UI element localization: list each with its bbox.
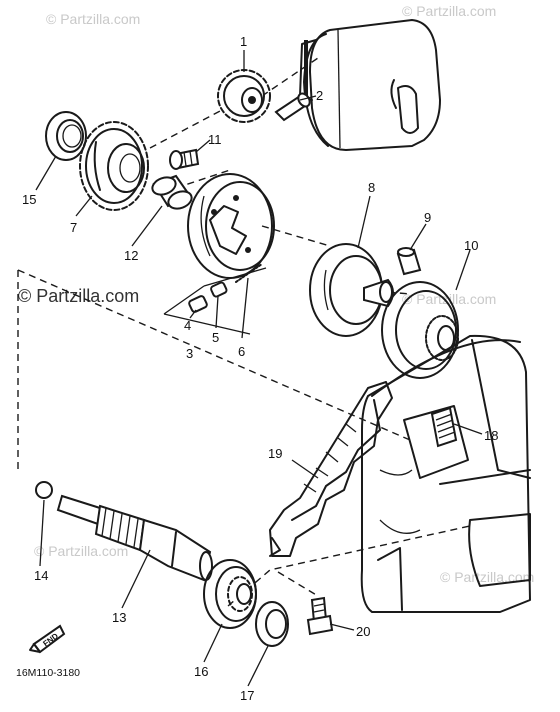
callout-3: 3 bbox=[186, 346, 193, 361]
callout-17: 17 bbox=[240, 688, 254, 703]
callout-8: 8 bbox=[368, 180, 375, 195]
idle-gear-shaft-2 bbox=[274, 92, 311, 122]
starter-wheel-gear-8 bbox=[309, 243, 394, 337]
bolt-20 bbox=[306, 596, 334, 636]
callout-15: 15 bbox=[22, 192, 36, 207]
starter-idle-gear-10 bbox=[381, 281, 459, 379]
watermark-bottom-right: © Partzilla.com bbox=[440, 569, 534, 585]
roller-4 bbox=[188, 295, 208, 313]
leader-lines bbox=[35, 50, 483, 687]
oil-seal-15 bbox=[45, 111, 87, 161]
idle-gear-1 bbox=[217, 69, 271, 123]
dash-sprocket-to-gear bbox=[149, 109, 223, 149]
callout-7: 7 bbox=[70, 220, 77, 235]
roller-plunger-spring-group bbox=[188, 263, 263, 313]
bushing-12 bbox=[151, 174, 193, 210]
watermark-top-right: © Partzilla.com bbox=[402, 3, 496, 19]
front-direction-arrow: FND bbox=[29, 624, 66, 654]
callout-10: 10 bbox=[464, 238, 478, 253]
callout-18: 18 bbox=[484, 428, 498, 443]
needle-bearing-9 bbox=[396, 247, 422, 276]
callout-12: 12 bbox=[124, 248, 138, 263]
callout-20: 20 bbox=[356, 624, 370, 639]
dash-bolt-to-plate bbox=[277, 571, 319, 597]
dash-bushing-to-clutch bbox=[175, 169, 231, 189]
callout-numbers: 1 2 3 4 5 6 7 8 9 10 11 12 13 14 15 16 1… bbox=[22, 34, 498, 703]
callout-2: 2 bbox=[316, 88, 323, 103]
callout-4: 4 bbox=[184, 318, 191, 333]
ball-bearing-16 bbox=[203, 559, 257, 629]
chain-guide-19 bbox=[269, 381, 393, 557]
callout-9: 9 bbox=[424, 210, 431, 225]
steel-ball-14 bbox=[35, 481, 53, 499]
drawing-code: 16M110-3180 bbox=[16, 667, 80, 679]
callout-6: 6 bbox=[238, 344, 245, 359]
starter-clutch-3 bbox=[187, 173, 275, 279]
bolt-11 bbox=[169, 148, 200, 170]
plunger-5 bbox=[210, 281, 228, 298]
callout-5: 5 bbox=[212, 330, 219, 345]
oil-seal-17 bbox=[255, 601, 289, 647]
watermark-bottom-left: © Partzilla.com bbox=[34, 543, 128, 559]
bearing-holder-18 bbox=[430, 406, 458, 448]
callout-19: 19 bbox=[268, 446, 282, 461]
dash-gear-to-wheel bbox=[363, 289, 411, 295]
watermark-top-left: © Partzilla.com bbox=[46, 11, 140, 27]
watermark-group: © Partzilla.com © Partzilla.com © Partzi… bbox=[18, 3, 534, 585]
callout-13: 13 bbox=[112, 610, 126, 625]
callout-11: 11 bbox=[208, 132, 222, 147]
crankcase-housing bbox=[360, 334, 531, 613]
starter-shaft-13 bbox=[56, 494, 213, 582]
callout-16: 16 bbox=[194, 664, 208, 679]
starter-motor bbox=[299, 19, 441, 151]
dash-bearing-to-case bbox=[227, 525, 471, 607]
callout-1: 1 bbox=[240, 34, 247, 49]
starter-sprocket-7 bbox=[79, 121, 149, 211]
clutch-kit-bracket bbox=[163, 267, 267, 335]
callout-14: 14 bbox=[34, 568, 48, 583]
